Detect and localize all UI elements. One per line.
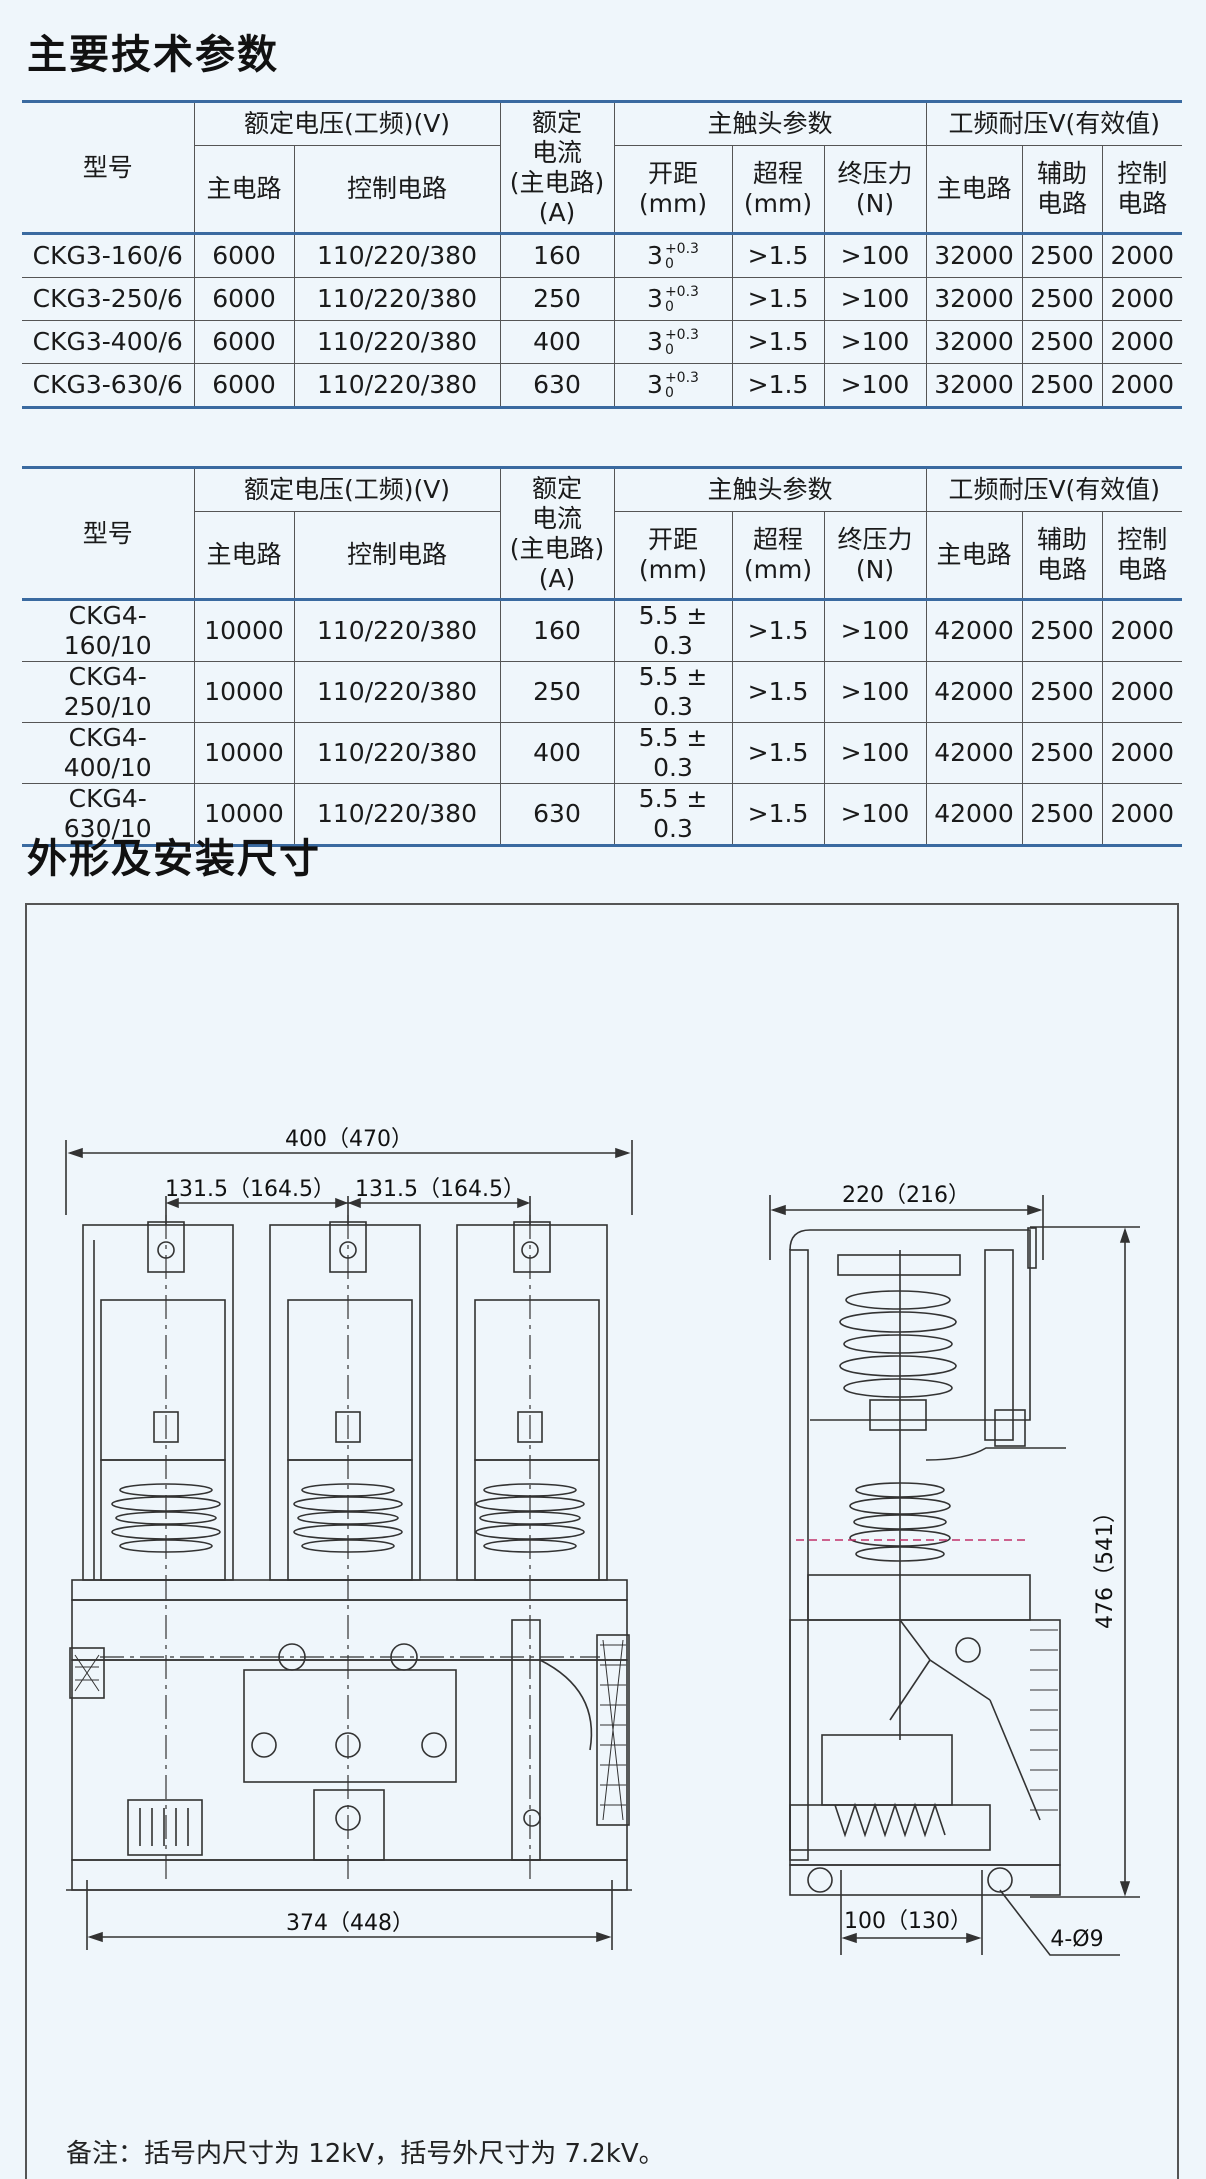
dim-height: 476（541）: [1093, 1501, 1118, 1629]
pole-3: [456, 1221, 608, 1581]
header-final-force: 终压力(N): [824, 511, 927, 601]
header-rated-voltage: 额定电压(工频)(V): [194, 467, 501, 512]
insulator-ribs: [111, 1483, 585, 1553]
header-overtravel: 超程(mm): [732, 145, 825, 235]
pole-1: [82, 1221, 234, 1581]
header-w-main: 主电路: [926, 511, 1023, 601]
dim-pitch-right: 131.5（164.5）: [355, 1177, 525, 1202]
header-rated-voltage: 额定电压(工频)(V): [194, 101, 501, 146]
header-main-circuit: 主电路: [194, 145, 295, 235]
header-rated-current: 额定 电流 (主电路) (A): [500, 467, 615, 601]
header-contact-params: 主触头参数: [614, 101, 927, 146]
header-w-main: 主电路: [926, 145, 1023, 235]
header-w-ctrl: 控制电路: [1102, 511, 1182, 601]
header-rated-current: 额定 电流 (主电路) (A): [500, 101, 615, 235]
header-w-ctrl: 控制电路: [1102, 145, 1182, 235]
dim-mount-pitch: 100（130）: [844, 1909, 972, 1934]
header-w-aux: 辅助电路: [1022, 145, 1103, 235]
drawing-frame: [25, 903, 1179, 2179]
header-overtravel: 超程(mm): [732, 511, 825, 601]
header-withstand: 工频耐压V(有效值): [926, 467, 1182, 512]
dim-depth: 220（216）: [842, 1183, 970, 1208]
dim-holes: 4-Ø9: [1050, 1927, 1103, 1952]
section-title-dims: 外形及安装尺寸: [27, 836, 321, 882]
header-final-force: 终压力(N): [824, 145, 927, 235]
header-model: 型号: [22, 467, 195, 601]
dim-overall-width: 400（470）: [285, 1127, 413, 1152]
dim-base-width: 374（448）: [286, 1911, 414, 1936]
pole-2: [269, 1221, 421, 1581]
header-w-aux: 辅助电路: [1022, 511, 1103, 601]
header-contact-params: 主触头参数: [614, 467, 927, 512]
header-gap: 开距(mm): [614, 511, 733, 601]
spec-table-ckg3: 型号 额定电压(工频)(V) 额定 电流 (主电路) (A) 主触头参数 工频耐…: [22, 100, 1182, 409]
footnote: 备注：括号内尺寸为 12kV，括号外尺寸为 7.2kV。: [66, 2139, 665, 2169]
header-withstand: 工频耐压V(有效值): [926, 101, 1182, 146]
header-control-circuit: 控制电路: [294, 145, 501, 235]
header-main-circuit: 主电路: [194, 511, 295, 601]
side-view: [769, 1195, 1140, 1956]
spec-table-ckg4: 型号 额定电压(工频)(V) 额定 电流 (主电路) (A) 主触头参数 工频耐…: [22, 466, 1182, 847]
dim-pitch-left: 131.5（164.5）: [165, 1177, 335, 1202]
front-view: [65, 1140, 633, 1950]
header-control-circuit: 控制电路: [294, 511, 501, 601]
header-model: 型号: [22, 101, 195, 235]
section-title-params: 主要技术参数: [27, 32, 279, 78]
header-gap: 开距(mm): [614, 145, 733, 235]
